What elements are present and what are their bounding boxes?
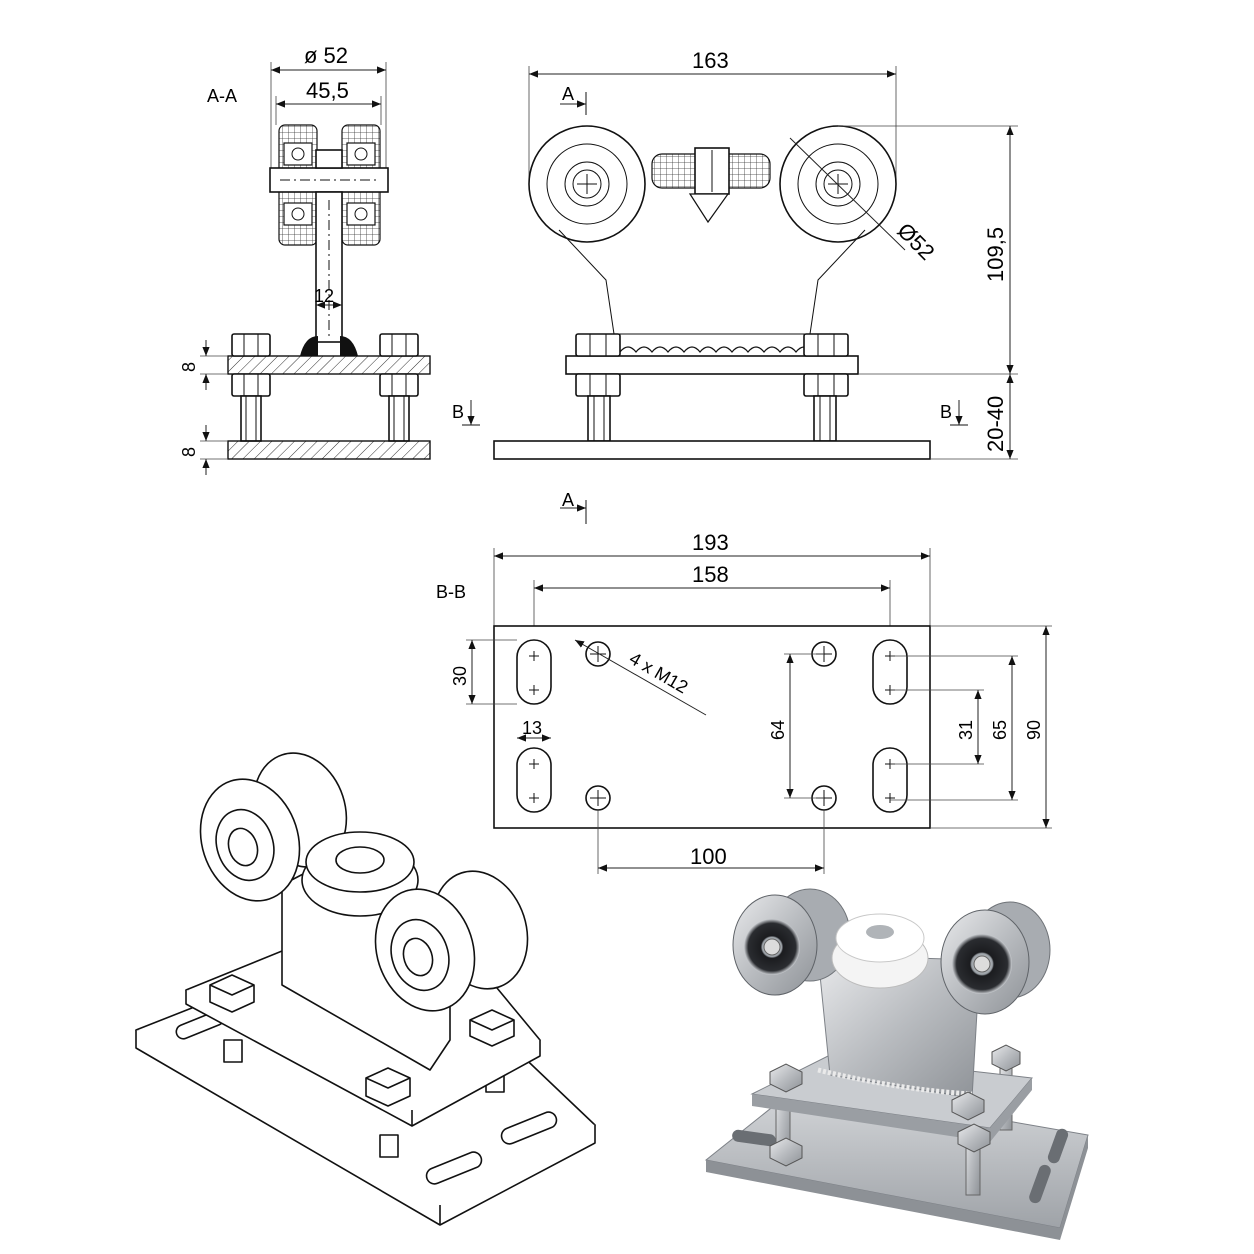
cut-b-right: B bbox=[940, 402, 952, 422]
section-aa-label: A-A bbox=[207, 86, 237, 106]
top-plate-section bbox=[227, 355, 431, 375]
dim-109-5: 109,5 bbox=[983, 227, 1008, 282]
dim-12: 12 bbox=[314, 286, 334, 306]
dim-100: 100 bbox=[690, 844, 727, 869]
slot-bottom-left bbox=[516, 747, 552, 813]
dim-31: 31 bbox=[956, 720, 976, 740]
dim-20-40: 20-40 bbox=[983, 396, 1008, 452]
dim-64: 64 bbox=[768, 720, 788, 740]
front-top-plate bbox=[565, 355, 859, 375]
bottom-plate-section bbox=[227, 440, 431, 460]
dim-45-5: 45,5 bbox=[306, 78, 349, 103]
dim-dia-52: ø 52 bbox=[304, 43, 348, 68]
dim-158: 158 bbox=[692, 562, 729, 587]
dim-wheel-dia: Ø52 bbox=[892, 218, 939, 265]
front-bottom-plate bbox=[493, 440, 931, 460]
slot-top-left bbox=[516, 639, 552, 705]
section-aa-view: A-A ø 52 45,5 12 bbox=[179, 43, 431, 475]
cut-a-top: A bbox=[562, 84, 574, 104]
dim-8-bottom: 8 bbox=[179, 447, 199, 457]
section-bb-view: A B-B 193 158 bbox=[436, 490, 1052, 874]
dim-90: 90 bbox=[1024, 720, 1044, 740]
front-view: 163 A Ø52 bbox=[452, 48, 1018, 460]
dim-163: 163 bbox=[692, 48, 729, 73]
base-plate-plan bbox=[493, 625, 931, 829]
dim-193: 193 bbox=[692, 530, 729, 555]
dim-8-top: 8 bbox=[179, 362, 199, 372]
section-bb-label: B-B bbox=[436, 582, 466, 602]
dim-30: 30 bbox=[450, 666, 470, 686]
dim-13: 13 bbox=[522, 718, 542, 738]
product-photo-render bbox=[704, 888, 1089, 1240]
cut-b-left: B bbox=[452, 402, 464, 422]
dim-65: 65 bbox=[990, 720, 1010, 740]
cut-a-bottom: A bbox=[562, 490, 574, 510]
isometric-line-drawing bbox=[135, 752, 596, 1226]
